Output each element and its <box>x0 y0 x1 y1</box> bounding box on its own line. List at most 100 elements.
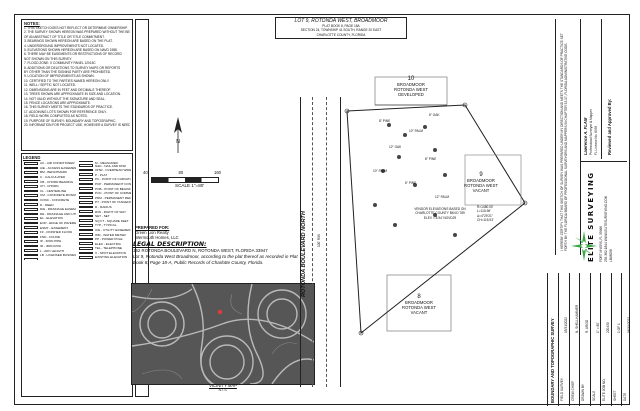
legend-item: U/E - UTILITY EASEMENT <box>78 228 131 233</box>
vicinity-map-image <box>132 284 314 384</box>
road-row-label: 100' R/W <box>317 233 321 247</box>
note-item: 3. BEARINGS SHOWN HEREON ARE BASED ON TH… <box>24 39 113 44</box>
legend-item: POB - POINT OF BEGINNING <box>78 186 131 191</box>
title-block-label: FIELD SURVEY <box>560 378 564 401</box>
legend-item: EL - ELEVATION <box>23 216 76 221</box>
legend-item: D - DEED <box>23 202 76 207</box>
legend-item: IP - IRON PIPE <box>23 239 76 244</box>
note-item: 14. NOT VALID WITHOUT THE SIGNATURE AND … <box>24 96 106 101</box>
legend-symbol-icon <box>24 175 38 179</box>
legend-item: PC - POINT OF CURVATURE <box>78 177 131 182</box>
note-item: NOT SHOWN ON THIS SURVEY. <box>24 56 72 61</box>
legend-item: TYP - TYPICAL <box>78 223 131 228</box>
title-block-label: CREW CHIEF <box>570 380 575 401</box>
legend-text: IR - IRON ROD <box>40 243 62 248</box>
legend-text: IP - IRON PIPE <box>40 239 62 244</box>
legend-item: CB - CHORD BEARING <box>23 179 76 184</box>
svg-text:N: N <box>176 139 180 145</box>
legend-item: CONC - CONCRETE <box>23 198 76 203</box>
legend-symbol-icon <box>24 171 38 174</box>
legend-symbol-icon <box>24 230 38 234</box>
legend-symbol-icon <box>24 240 38 243</box>
legend-text: PC - POINT OF CURVATURE <box>95 177 131 182</box>
elite-logo-icon <box>571 231 597 261</box>
lot10-line-2: ROTONDA WEST <box>394 87 428 92</box>
client-block: PREPARED FOR: Green Lion Realty Wermouth… <box>135 225 215 240</box>
legend-item: P - PLAT <box>78 172 131 177</box>
legend-item: AC - AIR CONDITIONER <box>23 161 76 166</box>
road-name: ROTONDA BOULEVARD NORTH <box>301 211 307 297</box>
client-heading: PREPARED FOR: <box>135 225 170 230</box>
legend-item: PP - POWER POLE <box>78 237 131 242</box>
legend-item: FND - FOUND <box>23 235 76 240</box>
legend-symbol-icon <box>24 180 38 183</box>
legend-symbol-icon <box>24 235 38 239</box>
surveyor-block: Lawrence A. FLAM Professional Surveyor &… <box>581 19 602 159</box>
legend-item: R/W - RIGHT OF WAY <box>78 209 131 214</box>
lot9-boundary <box>346 104 526 334</box>
subtitle-line: CHARLOTTE COUNTY, FLORIDA <box>316 32 366 37</box>
revision-strip <box>135 19 149 397</box>
legend-text: TYP - TYPICAL <box>95 223 117 228</box>
client-line-2: Wermouth Homes, LLC <box>135 235 179 240</box>
client-line-1: Green Lion Realty <box>135 230 169 235</box>
curve-length: L=115.96' <box>477 209 491 214</box>
legend-text: ESMT - EASEMENT <box>40 225 69 230</box>
note-item: 9. LOCATION OF IMPROVEMENTS AS SHOWN. <box>24 74 95 79</box>
legend-text: SQ FT - SQUARE FEET <box>95 218 129 223</box>
curve-chord: CH=115.93' <box>477 218 494 223</box>
legend-text: FND - FOUND <box>40 234 61 239</box>
title-block-label: SCALE <box>591 390 596 401</box>
lot8-line-2: ROTONDA WEST <box>402 305 436 310</box>
legend-text: M - MEASURED <box>95 161 118 165</box>
legend-item: BM - BENCHMARK <box>23 170 76 175</box>
title-block-cell: ELITE JOB NO.220430 <box>600 273 611 406</box>
legend-symbol-icon <box>24 217 38 220</box>
legend-item: PRM - PERMANENT REFERENCE MONUMENT <box>78 195 131 200</box>
lot10-label: 10 BROADMOOR ROTONDA WEST DEVELOPED <box>375 76 447 97</box>
legal-address: 152 ROTONDA BOULEVARD N, ROTONDA WEST, F… <box>133 248 268 253</box>
lot8-outline <box>386 274 452 332</box>
tree-label: 8" PINE <box>379 119 391 123</box>
surveyor-license: FL License No. 6999 <box>594 125 598 155</box>
legend-text: AC - AIR CONDITIONER <box>40 161 75 166</box>
legend-symbol-icon <box>79 237 93 241</box>
tree-label: 10" PALM <box>373 169 388 173</box>
note-item: 5. ELEVATIONS SHOWN HEREON ARE BASED ON … <box>24 48 118 53</box>
legend-symbol-icon <box>79 187 93 190</box>
legend-item: LB - LICENSED BUSINESS <box>23 253 76 258</box>
note-item: 13. TREES SHOWN ARE APPROXIMATE IN SIZE … <box>24 92 122 97</box>
legend-symbol-icon <box>79 246 93 250</box>
legal-body: Lot 9, Rotonda West Broadmoor, according… <box>133 254 298 265</box>
legend-text: N&D - NAIL AND DISK <box>95 163 127 168</box>
survey-sheet: NOTES: 1. THIS SKETCH DOES NOT REFLECT O… <box>14 14 632 406</box>
company-sub: FORT MYERS, FL 33966 <box>599 226 603 262</box>
tree-label: 10" PALM <box>409 129 424 133</box>
legend-item: L - ARC LENGTH <box>23 248 76 253</box>
title-block-label: ELITE JOB NO. <box>602 378 607 402</box>
curve-delta: Δ=4°29'21" <box>477 213 493 218</box>
drawing-title: LOT 9, ROTONDA WEST, BROADMOOR <box>294 18 388 24</box>
approval-block: Reviewed and Approved By: <box>603 19 625 159</box>
note-item: 17. ADJOINING LOTS SHOWN FOR REFERENCE O… <box>24 109 107 114</box>
legend-item: SQ FT - SQUARE FEET <box>78 218 131 223</box>
note-item: 2. THE SURVEY SHOWN HEREON WAS PREPARED … <box>24 30 130 35</box>
note-item: 19. PURPOSE OF SURVEY: BOUNDARY AND TOPO… <box>24 118 117 123</box>
lot8-line-1: BROADMOOR <box>405 300 433 305</box>
legend-symbol-icon <box>79 228 93 232</box>
legend-text: PRM - PERMANENT REFERENCE MONUMENT <box>95 195 131 200</box>
lot10-line-1: BROADMOOR <box>397 82 425 87</box>
legend-text: FF - FINISHED FLOOR <box>40 230 73 235</box>
legend-symbol-icon <box>79 219 93 223</box>
legend-item: R - RADIUS <box>78 205 131 210</box>
legend-symbol-icon <box>24 162 38 165</box>
legend-symbol-icon <box>79 214 93 218</box>
legend-symbol-icon <box>24 226 38 229</box>
legend-text: DE - DRAINAGE AND UTILITY <box>40 211 76 216</box>
title-block-label: SHEET <box>612 390 617 401</box>
legend-item: WM - WATER METER <box>78 232 131 237</box>
